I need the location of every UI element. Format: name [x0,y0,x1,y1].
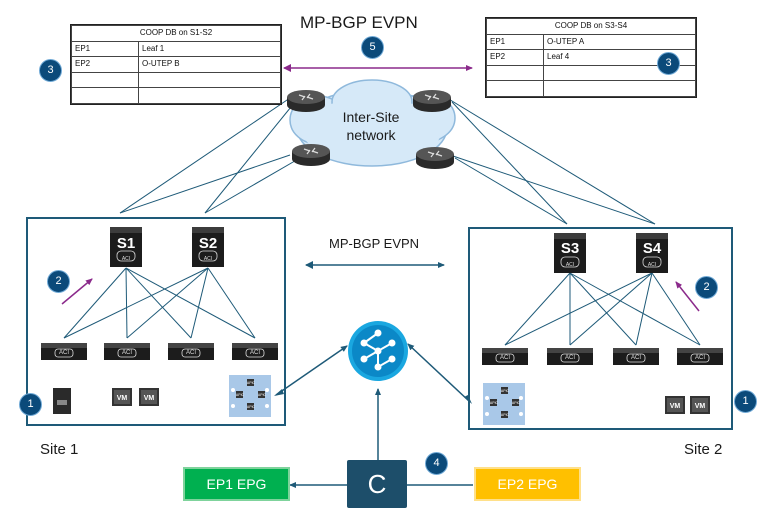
coop-cell: EP2 [486,49,544,66]
step-badge-2-left: 2 [47,270,70,293]
site2-fabric-links [504,272,701,346]
apic-text: APIC [247,405,256,409]
coop-cell: Leaf 1 [138,40,281,58]
step-badge-1-left: 1 [19,393,42,416]
site2-border [468,227,733,430]
vm-text: VM [670,403,681,410]
step-badge-2-right: 2 [695,276,718,299]
inter-site-label: Inter-Site network [342,109,400,143]
apic2-orch-arrow [407,343,471,403]
coop-cell [138,71,281,89]
spine-s4-label: S4 [643,240,662,257]
router-icon [291,143,331,167]
spine-aci-text: ACI [566,262,574,268]
ep2-epg-box: EP2 EPG [474,467,581,501]
apic-text: APIC [236,393,245,397]
coop-cell: EP2 [71,56,139,73]
coop-cell [486,80,544,97]
leaf-aci-text: ACI [59,350,69,356]
coop-cell: O-UTEP A [543,33,696,51]
leaf-aci-text: ACI [500,355,510,361]
spine-s1-label: S1 [117,235,135,252]
step-badge-3-right: 3 [657,52,680,75]
apic-text: APIC [490,401,499,405]
vm-text: VM [117,395,128,402]
router-icon [412,89,452,113]
apic1-orch-arrow [275,345,348,396]
inter-site-cloud [289,79,456,167]
apic-text: APIC [512,401,521,405]
controller-box: C [347,460,407,508]
step-badge-4: 4 [425,452,448,475]
coop-cell: O-UTEP B [138,56,281,73]
site1-fabric-links [63,267,256,339]
ep1-epg-box: EP1 EPG [183,467,290,501]
coop-cell [71,71,139,89]
spine-aci-text: ACI [204,256,212,262]
apic-text: APIC [501,389,510,393]
coop-cell: EP1 [486,33,544,51]
coop-cell [138,87,281,104]
orchestrator-icon [348,321,408,381]
coop-right-caption: COOP DB on S3-S4 [486,18,696,35]
router-icon [415,146,455,170]
vm-text: VM [695,403,706,410]
coop-left-caption: COOP DB on S1-S2 [71,25,281,42]
spine-aci-text: ACI [122,256,130,262]
leaf-aci-text: ACI [250,350,260,356]
leaf-aci-text: ACI [631,355,641,361]
purple-arrow-left [61,278,93,305]
mp-bgp-evpn-top-label: MP-BGP EVPN [300,13,418,32]
site2-label: Site 2 [684,441,723,458]
router-icon [286,89,326,113]
coop-cell [71,87,139,104]
step-badge-3-left: 3 [39,59,62,82]
vm-text: VM [144,395,155,402]
spine-s3-label: S3 [561,240,579,257]
site1-border [26,217,286,426]
step-badge-1-right: 1 [734,390,757,413]
site1-label: Site 1 [40,441,79,458]
step-badge-5: 5 [361,36,384,59]
apic-text: APIC [501,413,510,417]
spine-s2-label: S2 [199,235,217,252]
coop-cell [543,80,696,97]
purple-arrow-right [675,281,700,312]
spine-aci-text: ACI [648,262,656,268]
mp-bgp-evpn-mid-label: MP-BGP EVPN [329,236,420,251]
coop-cell [486,64,544,82]
apic-text: APIC [258,393,267,397]
leaf-aci-text: ACI [122,350,132,356]
apic-text: APIC [247,381,256,385]
server-icon [53,388,71,414]
leaf-aci-text: ACI [186,350,196,356]
wan-links [119,97,656,225]
coop-cell: EP1 [71,40,139,58]
leaf-aci-text: ACI [695,355,705,361]
leaf-aci-text: ACI [565,355,575,361]
